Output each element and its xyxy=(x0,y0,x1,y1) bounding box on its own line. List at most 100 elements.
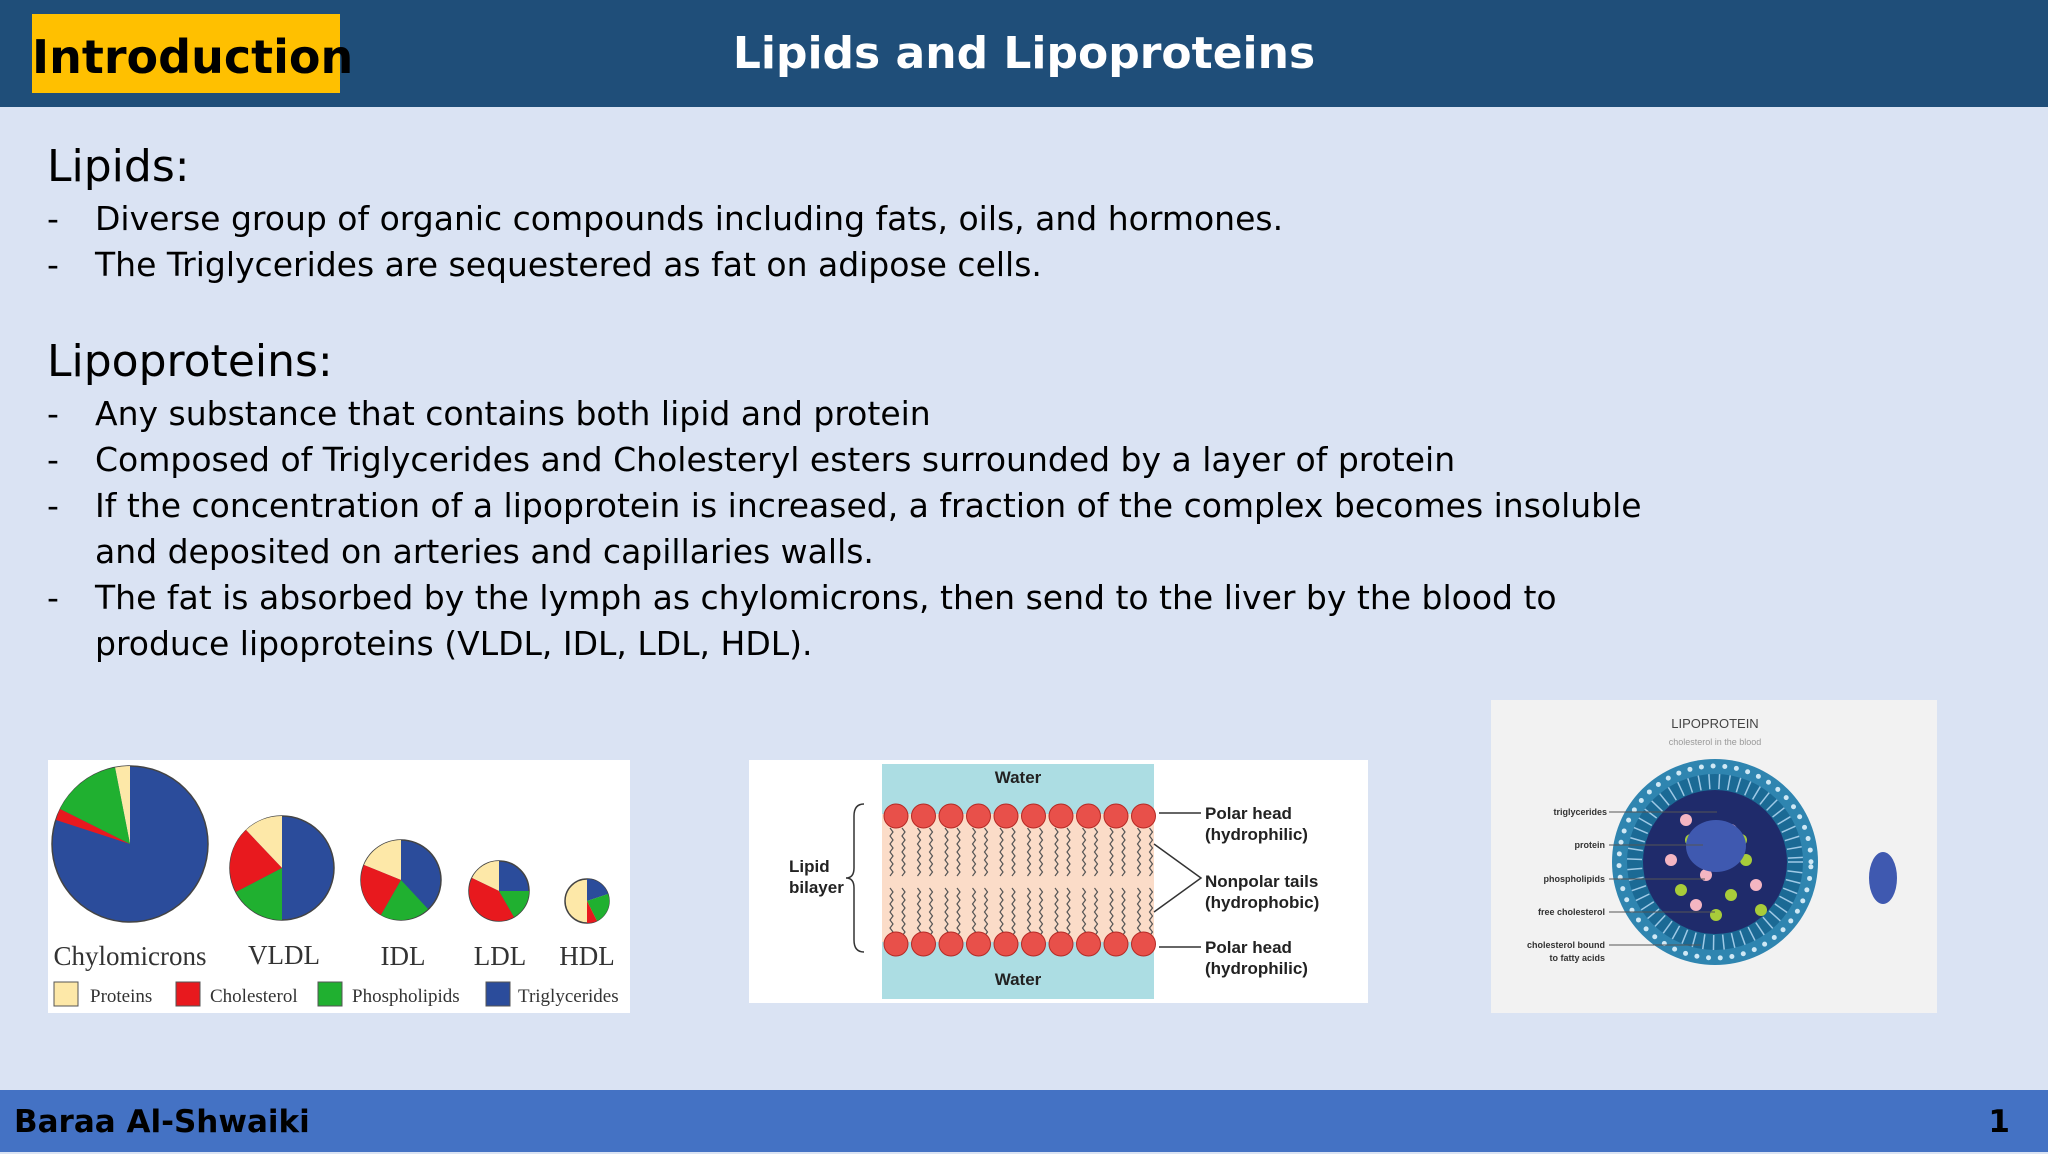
author-name: Baraa Al-Shwaiki xyxy=(14,1090,310,1154)
surface-dot xyxy=(1672,947,1677,952)
surface-dot xyxy=(1636,917,1641,922)
lipoproteins-heading: Lipoproteins: xyxy=(47,333,1747,391)
lipid-head xyxy=(939,932,963,956)
surface-dot xyxy=(1620,886,1625,891)
surface-dot xyxy=(1639,798,1644,803)
water-label-bottom: Water xyxy=(995,970,1042,989)
slide-title: Lipids and Lipoproteins xyxy=(640,0,1408,107)
bullet-item: -Any substance that contains both lipid … xyxy=(47,391,1747,437)
core-molecule xyxy=(1690,899,1702,911)
surface-dot xyxy=(1722,764,1727,769)
surface-dot xyxy=(1694,954,1699,959)
lipid-head xyxy=(1049,804,1073,828)
lipid-head xyxy=(1104,932,1128,956)
lipid-head xyxy=(1104,804,1128,828)
core-molecule xyxy=(1710,909,1722,921)
surface-dot xyxy=(1656,782,1661,787)
bullet-text: If the concentration of a lipoprotein is… xyxy=(95,486,1642,571)
bullet-dash: - xyxy=(47,391,59,437)
bullet-dash: - xyxy=(47,242,59,288)
surface-dot xyxy=(1729,954,1734,959)
phospholipid-tail xyxy=(1719,774,1720,789)
surface-dot xyxy=(1711,764,1716,769)
polar-head-label: Polar head xyxy=(1205,804,1292,823)
lipid-head xyxy=(1077,932,1101,956)
phospholipid-tail xyxy=(1788,857,1803,858)
page-number: 1 xyxy=(1988,1090,2010,1154)
lipid-head xyxy=(912,804,936,828)
surface-dot xyxy=(1762,942,1767,947)
legend-label: Proteins xyxy=(90,986,152,1007)
surface-dot xyxy=(1788,918,1793,923)
surface-dot xyxy=(1676,771,1681,776)
surface-dot xyxy=(1775,787,1780,792)
membrane-core xyxy=(882,814,1154,942)
surface-dot xyxy=(1706,955,1711,960)
lipid-head xyxy=(994,932,1018,956)
core-molecule xyxy=(1680,814,1692,826)
lipid-head xyxy=(884,932,908,956)
water-label-top: Water xyxy=(995,768,1042,787)
surface-dot xyxy=(1718,955,1723,960)
surface-dot xyxy=(1781,927,1786,932)
lipid-head xyxy=(1132,932,1156,956)
surface-dot xyxy=(1647,789,1652,794)
slide-body: Lipids: -Diverse group of organic compou… xyxy=(47,138,1747,667)
lipid-bilayer-label: bilayer xyxy=(789,878,844,897)
legend-label: Triglycerides xyxy=(518,986,619,1007)
apoprotein-blob xyxy=(1686,820,1746,872)
composition-pies-svg: Chylomicrons VLDL IDL LDL HDL Proteins C… xyxy=(48,760,630,1013)
lipid-head xyxy=(1022,932,1046,956)
lipids-heading: Lipids: xyxy=(47,138,1747,196)
surface-dot xyxy=(1745,769,1750,774)
bullet-item: -If the concentration of a lipoprotein i… xyxy=(47,483,1675,575)
particle-figure-subtitle: cholesterol in the blood xyxy=(1669,737,1762,747)
apoprotein-blob xyxy=(1869,852,1897,904)
lipoprotein-composition-figure: Chylomicrons VLDL IDL LDL HDL Proteins C… xyxy=(48,760,630,1013)
surface-dot xyxy=(1699,764,1704,769)
bullet-dash: - xyxy=(47,575,59,621)
legend-swatch-cholesterol xyxy=(176,982,200,1006)
bullet-item: -The Triglycerides are sequestered as fa… xyxy=(47,242,1747,288)
particle-figure-title: LIPOPROTEIN xyxy=(1671,716,1758,731)
lipid-head xyxy=(967,804,991,828)
bullet-text: The fat is absorbed by the lymph as chyl… xyxy=(95,578,1557,663)
surface-dot xyxy=(1804,887,1809,892)
surface-dot xyxy=(1772,935,1777,940)
lipid-bilayer-svg: Water Water Lipid bilayer Polar head (hy… xyxy=(749,760,1368,1003)
particle-label: protein xyxy=(1575,840,1606,850)
core-molecule xyxy=(1665,854,1677,866)
bullet-text: Diverse group of organic compounds inclu… xyxy=(95,199,1283,238)
surface-dot xyxy=(1652,934,1657,939)
surface-dot xyxy=(1644,926,1649,931)
lipid-head xyxy=(939,804,963,828)
lipoprotein-particle-svg: LIPOPROTEIN cholesterol in the blood tri… xyxy=(1491,700,1937,1013)
surface-dot xyxy=(1791,804,1796,809)
surface-dot xyxy=(1741,951,1746,956)
surface-dot xyxy=(1808,864,1813,869)
legend-swatch-proteins xyxy=(54,982,78,1006)
particle-label: IDL xyxy=(381,941,426,971)
bilayer-bracket xyxy=(846,804,864,952)
surface-dot xyxy=(1619,840,1624,845)
surface-dot xyxy=(1808,848,1813,853)
surface-dot xyxy=(1766,780,1771,785)
lipid-head xyxy=(1132,804,1156,828)
surface-dot xyxy=(1622,828,1627,833)
legend-swatch-triglycerides xyxy=(486,982,510,1006)
core-molecule xyxy=(1755,904,1767,916)
particle-label: Chylomicrons xyxy=(54,941,207,971)
surface-dot xyxy=(1807,876,1812,881)
bullet-item: -The fat is absorbed by the lymph as chy… xyxy=(47,575,1675,667)
surface-dot xyxy=(1806,836,1811,841)
surface-dot xyxy=(1800,898,1805,903)
surface-dot xyxy=(1756,774,1761,779)
particle-label: to fatty acids xyxy=(1549,953,1605,963)
core-molecule xyxy=(1750,879,1762,891)
lipid-head xyxy=(967,932,991,956)
surface-dot xyxy=(1752,947,1757,952)
surface-dot xyxy=(1626,818,1631,823)
lipoprotein-particle-figure: LIPOPROTEIN cholesterol in the blood tri… xyxy=(1491,700,1937,1013)
lipid-head xyxy=(1049,932,1073,956)
lipids-bullets: -Diverse group of organic compounds incl… xyxy=(47,196,1747,288)
